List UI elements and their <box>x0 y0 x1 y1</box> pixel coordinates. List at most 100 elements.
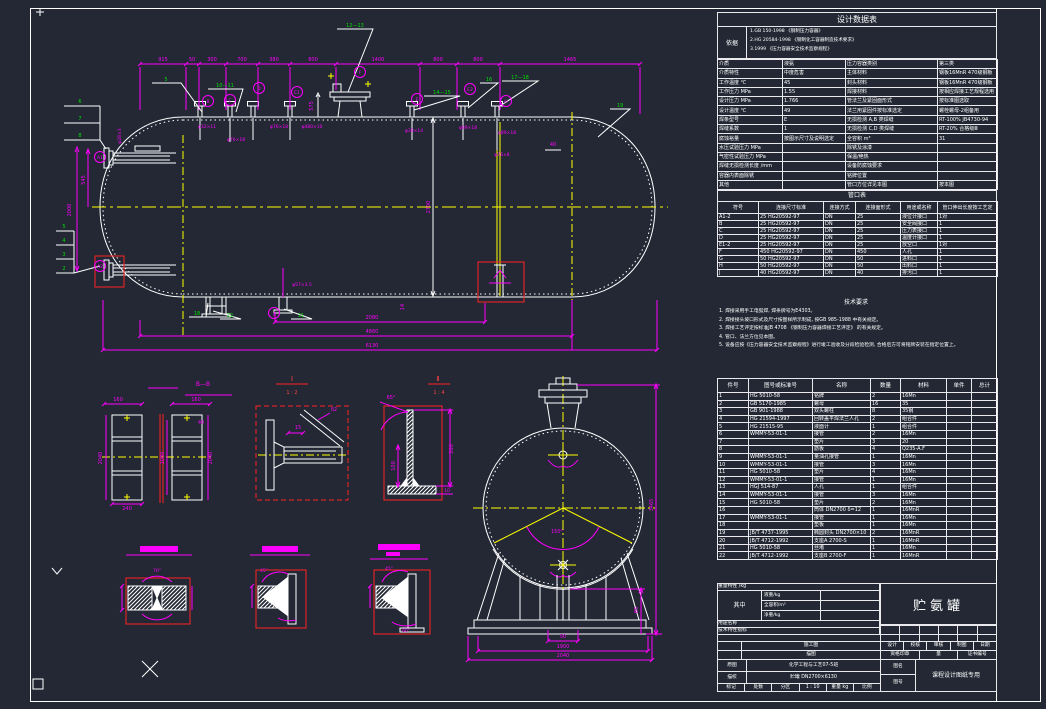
dim-label: 2700 <box>426 201 432 214</box>
table-cell: 50 HG20592-97 <box>758 262 824 270</box>
dim-label: 100 <box>391 461 397 471</box>
table-cell: 25 <box>855 220 901 228</box>
table-cell: 接管 <box>812 513 871 523</box>
table-cell: 1 <box>937 234 998 242</box>
nozzle-spec: φ38×14 <box>405 128 423 134</box>
table-row: 其他管口方位详见本图按本图 <box>717 179 998 191</box>
item-number: 10—11 <box>216 83 234 89</box>
table-cell: 1 <box>870 543 901 553</box>
table-cell: 450 <box>855 248 901 256</box>
design-basis: 依据 1.GB 150-1998 《钢制压力容器》 2.HG 20584-199… <box>717 26 997 59</box>
table-cell: 设计压力 MPa <box>717 96 783 107</box>
table-cell: 组合件 <box>900 414 947 424</box>
table-cell: 18 <box>717 521 749 530</box>
among-label: 其中 <box>717 590 762 621</box>
drawing-title: 贮氨罐 <box>880 583 997 625</box>
table-cell: 35 <box>900 399 947 409</box>
table-cell: 16Mn <box>900 490 947 500</box>
table-cell <box>971 414 998 424</box>
table-cell: 钢板16MnR 470级钢板 <box>937 68 998 79</box>
detail-scale: 1 : 4 <box>433 390 444 396</box>
table-cell: 1 <box>717 392 749 401</box>
table-cell <box>946 407 972 416</box>
parts-table-body: 件号图号或标准号名称数量材料单件总计 <box>717 378 998 393</box>
table-cell <box>971 422 998 431</box>
dim-label: 575 <box>309 101 315 111</box>
table-cell: G <box>717 255 759 263</box>
dim-left <box>75 147 90 271</box>
table-cell: 水压试验压力 MPa <box>717 142 783 153</box>
table-cell: 双头螺柱 <box>812 407 871 416</box>
table-cell: 气密性试验压力 MPa <box>717 151 783 163</box>
technical-notes: 技术要求 1. 焊接采用手工电弧焊, 焊条牌号为E4303。 2. 焊接接头坡口… <box>719 297 993 351</box>
dim-label: 50 <box>560 634 566 640</box>
table-cell <box>971 392 998 401</box>
dim-chain-bottom <box>101 300 659 352</box>
table-row: 容器内表面除锈铭牌位置 <box>717 170 998 181</box>
table-cell: 人孔 <box>900 248 938 256</box>
table-cell <box>971 505 998 515</box>
nozzle-balloons <box>95 67 512 319</box>
item-number: 5 <box>164 77 167 83</box>
table-cell <box>782 170 846 181</box>
dim-label: 2040 <box>98 452 104 465</box>
table-cell <box>946 505 972 515</box>
table-cell: E1-2 <box>717 241 759 249</box>
design-data-table: 设计数据表 依据 1.GB 150-1998 《钢制压力容器》 2.HG 205… <box>717 12 998 191</box>
table-cell: WMMY-53-01-1 <box>748 429 813 439</box>
tech-line: 3. 焊接工艺评定按标准JB 4708 《钢制压力容器焊接工艺评定》 的有关规定… <box>719 326 886 332</box>
table-cell: 45 <box>782 77 846 88</box>
basis-line: 1.GB 150-1998 《钢制压力容器》 <box>750 29 823 34</box>
table-cell: 接管 <box>812 475 871 485</box>
table-cell: DN <box>823 234 856 242</box>
design-table-body: 介质液氨压力容器类别第三类介质特性中度危害主体材料钢板16MnR 470级钢板工… <box>717 58 998 191</box>
item-number: 17—18 <box>511 75 529 81</box>
table-cell: 焊接材料 <box>845 86 938 98</box>
nozzle-table-body: 符号连接尺寸标准连接方式连接面形式用途或名称管口伸出长度按工艺定 <box>717 201 998 214</box>
table-cell: 设计温度 ℃ <box>717 105 783 116</box>
table-cell: 铭牌 <box>812 392 871 401</box>
item-number: 12—13 <box>346 23 364 29</box>
item-number: 5 <box>62 224 65 230</box>
table-cell: 31 <box>937 133 998 144</box>
table-cell: 容器内表面除锈 <box>717 170 783 181</box>
table-cell: H <box>717 262 759 270</box>
table-cell: 16Mn <box>900 521 947 530</box>
table-cell: 3 <box>870 437 901 447</box>
table-cell: D <box>717 234 759 242</box>
cell: 件号 <box>717 378 749 393</box>
detail-i <box>256 384 348 500</box>
table-cell <box>971 543 998 553</box>
table-cell: 液氨 <box>782 58 846 70</box>
table-cell: 40 HG20592-97 <box>758 269 824 277</box>
table-cell: 组合件 <box>900 483 947 492</box>
table-cell: 3 <box>717 407 749 416</box>
table-cell: 14 <box>717 490 749 500</box>
manhole-end <box>539 378 587 428</box>
table-cell: 22 <box>717 551 749 561</box>
table-cell: 50 HG20592-97 <box>758 255 824 263</box>
table-cell: 1对 <box>937 241 998 249</box>
table-cell <box>937 161 998 172</box>
nozzle-header-row: 符号连接尺寸标准连接方式连接面形式用途或名称管口伸出长度按工艺定 <box>717 201 998 214</box>
table-cell <box>971 407 998 416</box>
table-cell <box>946 536 972 545</box>
table-cell <box>971 521 998 530</box>
nozzle-spec: φ76×18 <box>270 124 288 130</box>
table-cell: 16MnR <box>900 551 947 561</box>
table-cell: 1 <box>870 452 901 462</box>
table-cell: 21 <box>717 543 749 553</box>
manhole-front <box>328 73 371 117</box>
table-cell: 11 <box>717 467 749 477</box>
table-cell: HGJ 514-87 <box>748 483 813 492</box>
table-cell <box>971 536 998 545</box>
parts-header-row: 件号图号或标准号名称数量材料单件总计 <box>717 378 998 393</box>
cell: 单件 <box>946 378 972 393</box>
